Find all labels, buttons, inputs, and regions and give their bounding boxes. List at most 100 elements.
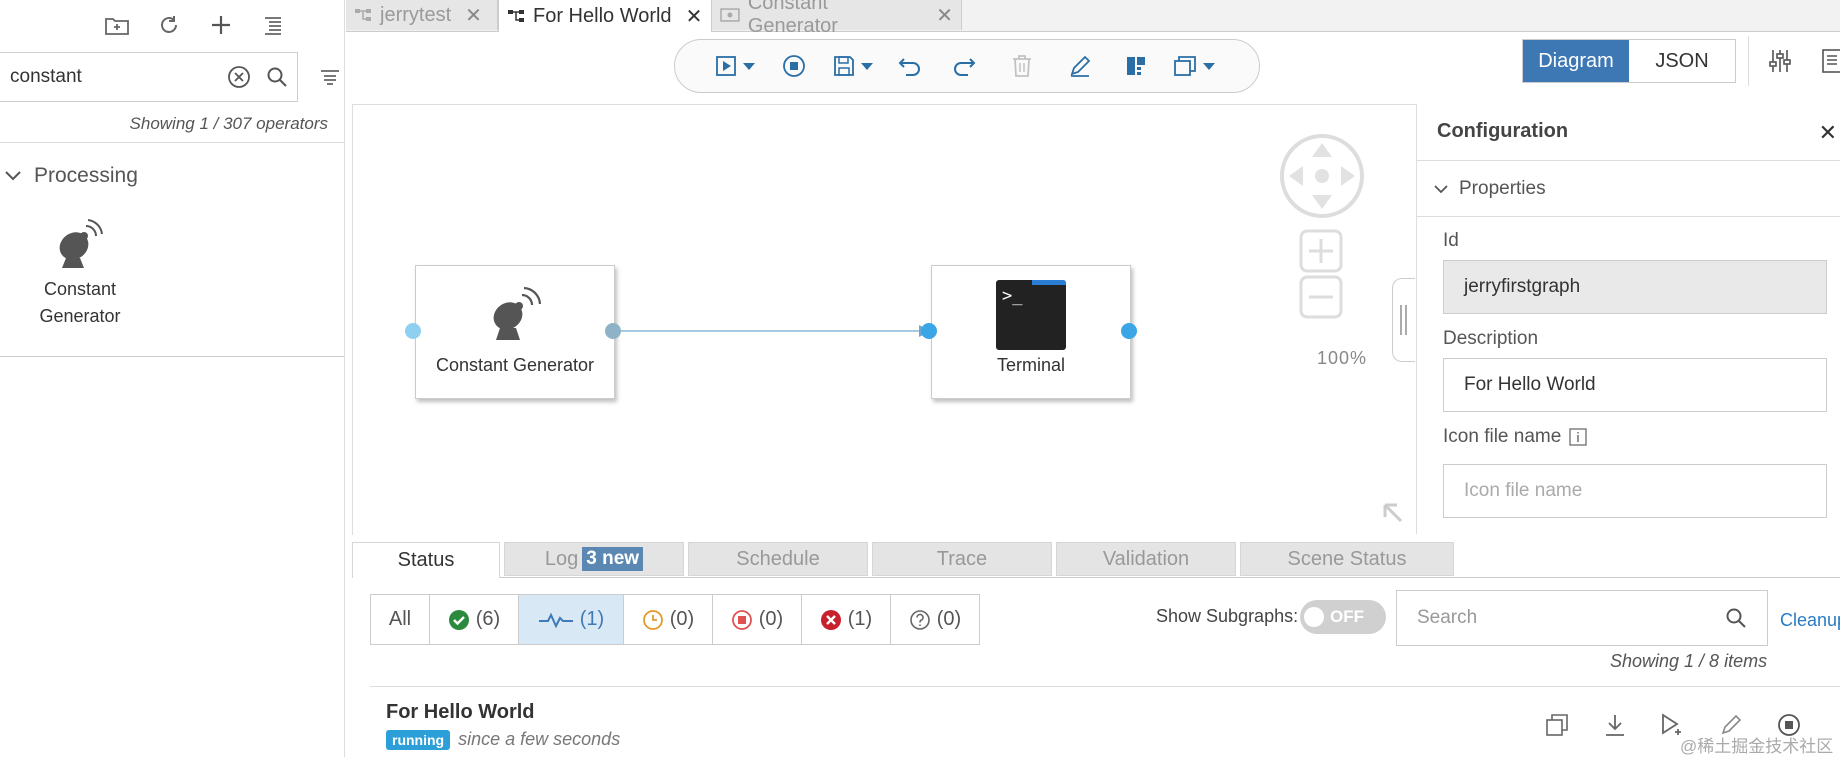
output-port[interactable] — [605, 323, 621, 339]
run-button[interactable] — [703, 46, 767, 86]
check-circle-icon — [448, 609, 469, 630]
close-icon[interactable]: ✕ — [936, 4, 953, 27]
filter-all[interactable]: All — [371, 595, 430, 644]
graph-canvas[interactable]: Constant Generator >_ Terminal 100% — [352, 104, 1417, 535]
tab-for-hello-world[interactable]: For Hello World ✕ — [498, 0, 712, 32]
diagram-view-button[interactable]: Diagram — [1523, 40, 1629, 82]
fit-view-icon[interactable] — [1381, 501, 1407, 527]
pan-control[interactable] — [1279, 133, 1365, 219]
undo-icon — [898, 58, 920, 76]
description-field[interactable]: For Hello World — [1443, 358, 1827, 412]
icon-file-label-row: Icon file name — [1443, 426, 1587, 448]
search-icon[interactable] — [1725, 607, 1747, 629]
copy-button[interactable] — [1163, 46, 1225, 86]
terminal-glyph: >_ — [1002, 286, 1023, 306]
filter-icon[interactable] — [316, 64, 344, 92]
node-label: Terminal — [996, 355, 1066, 375]
clear-icon[interactable] — [221, 59, 257, 95]
grip-line — [1400, 305, 1402, 335]
divider — [1417, 216, 1840, 217]
stop-circle-icon[interactable] — [1772, 708, 1806, 742]
redo-button[interactable] — [935, 46, 993, 86]
divider — [0, 356, 344, 357]
tab-label: Constant Generator — [747, 0, 838, 37]
show-subgraphs-toggle[interactable]: OFF — [1300, 600, 1386, 634]
close-icon[interactable]: ✕ — [1818, 120, 1837, 145]
zoom-out-icon[interactable] — [1299, 275, 1343, 319]
run-from-icon[interactable] — [1656, 708, 1690, 742]
new-folder-icon[interactable] — [100, 8, 134, 42]
view-toggle: Diagram JSON — [1522, 39, 1736, 83]
input-port[interactable] — [921, 323, 937, 339]
graph-item-title[interactable]: For Hello World — [386, 701, 535, 723]
copy-icon[interactable] — [1540, 708, 1574, 742]
json-view-button[interactable]: JSON — [1629, 40, 1735, 82]
chevron-down-icon — [5, 171, 21, 181]
tab-jerrytest[interactable]: jerrytest ✕ — [346, 0, 498, 30]
tab-status[interactable]: Status — [352, 542, 500, 578]
chevron-down-icon — [1203, 62, 1215, 70]
group-processing[interactable]: Processing — [4, 164, 138, 188]
cleanup-link[interactable]: Cleanup — [1780, 610, 1840, 630]
layout-button[interactable] — [1109, 46, 1163, 86]
zoom-level: 100% — [1317, 348, 1368, 368]
tab-scene-status[interactable]: Scene Status — [1240, 542, 1454, 576]
toggle-knob — [1304, 607, 1324, 627]
filter-dead[interactable]: (1) — [802, 595, 891, 644]
panel-resize-handle[interactable] — [1392, 278, 1415, 362]
filter-completed[interactable]: (6) — [430, 595, 519, 644]
id-label: Id — [1443, 230, 1459, 251]
divider — [370, 686, 1840, 687]
trash-icon — [1013, 55, 1031, 77]
settings-sliders-icon[interactable] — [1763, 44, 1797, 78]
tab-validation[interactable]: Validation — [1056, 542, 1236, 576]
search-icon[interactable] — [257, 59, 297, 95]
tab-label: For Hello World — [533, 4, 672, 27]
download-icon[interactable] — [1598, 708, 1632, 742]
node-constant-generator[interactable]: Constant Generator — [415, 265, 615, 399]
filter-stopped[interactable]: (0) — [713, 595, 802, 644]
output-port[interactable] — [1121, 323, 1137, 339]
icon-file-field[interactable]: Icon file name — [1443, 464, 1827, 518]
undo-button[interactable] — [885, 46, 935, 86]
list-view-icon[interactable] — [256, 8, 290, 42]
divider — [0, 142, 344, 143]
node-terminal[interactable]: >_ Terminal — [931, 265, 1131, 399]
zoom-in-icon[interactable] — [1299, 229, 1343, 273]
refresh-icon[interactable] — [152, 8, 186, 42]
show-subgraphs-label: Show Subgraphs: — [1156, 606, 1299, 626]
info-icon[interactable] — [1569, 428, 1587, 446]
tab-log[interactable]: Log 3 new — [504, 542, 684, 576]
right-tools — [1748, 36, 1840, 86]
operator-search-input[interactable]: constant — [10, 66, 82, 87]
filter-pending[interactable]: (0) — [624, 595, 713, 644]
question-circle-icon — [909, 609, 930, 630]
clock-icon — [642, 609, 663, 630]
close-icon[interactable]: ✕ — [685, 5, 703, 28]
stop-button[interactable] — [767, 46, 821, 86]
tab-trace[interactable]: Trace — [872, 542, 1052, 576]
add-icon[interactable] — [204, 8, 238, 42]
id-field: jerryfirstgraph — [1443, 260, 1827, 314]
layout-icon — [1127, 57, 1145, 75]
delete-button[interactable] — [993, 46, 1051, 86]
properties-section-header[interactable]: Properties — [1433, 178, 1546, 200]
configuration-panel: Configuration ✕ Properties Id jerryfirst… — [1416, 104, 1840, 534]
close-icon[interactable]: ✕ — [465, 4, 482, 27]
document-icon[interactable] — [1819, 44, 1840, 78]
editor-tabbar: jerrytest ✕ For Hello World ✕ Constant G… — [346, 0, 1840, 37]
status-search-input[interactable]: Search — [1396, 590, 1768, 646]
filter-unknown[interactable]: (0) — [891, 595, 979, 644]
divider — [1417, 160, 1840, 161]
edit-button[interactable] — [1051, 46, 1109, 86]
filter-running[interactable]: (1) — [519, 595, 624, 644]
save-button[interactable] — [821, 46, 885, 86]
operator-search[interactable]: constant — [0, 52, 298, 102]
status-since: since a few seconds — [458, 729, 621, 749]
operator-constant-generator[interactable]: Constant Generator — [20, 212, 140, 330]
tab-constant-generator[interactable]: Constant Generator ✕ — [712, 0, 962, 37]
tab-schedule[interactable]: Schedule — [688, 542, 868, 576]
pencil-icon — [1070, 55, 1091, 77]
pencil-icon[interactable] — [1714, 708, 1748, 742]
input-port[interactable] — [405, 323, 421, 339]
